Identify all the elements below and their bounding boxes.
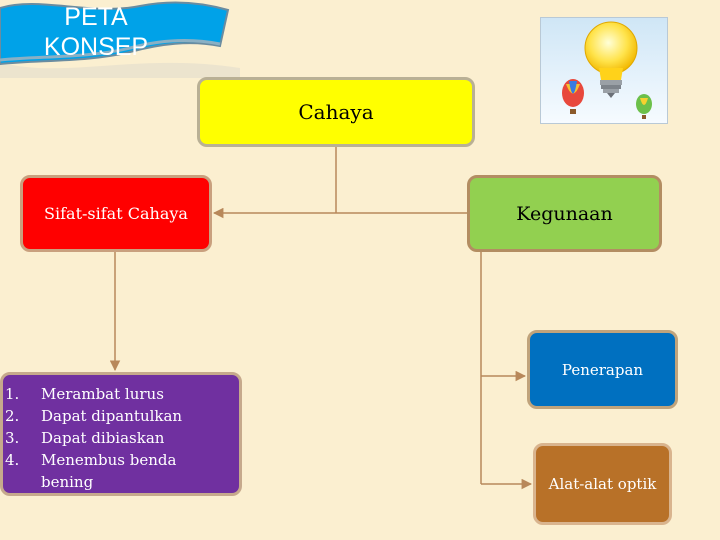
list-item: 4. Menembus benda bening — [3, 449, 221, 493]
node-penerapan-label: Penerapan — [561, 360, 644, 379]
list-item-number: 2. — [5, 407, 20, 425]
list-item-text: Merambat lurus — [41, 385, 164, 403]
list-item-text: Menembus benda bening — [41, 451, 177, 491]
list-item-text: Dapat dibiaskan — [41, 429, 165, 447]
node-kegunaan: Kegunaan — [467, 175, 662, 252]
node-cahaya: Cahaya — [197, 77, 475, 147]
sifat-list: 1. Merambat lurus 2. Dapat dipantulkan 3… — [3, 383, 221, 493]
list-item: 3. Dapat dibiaskan — [3, 427, 221, 449]
page-title: PETA KONSEP — [43, 3, 149, 61]
node-cahaya-label: Cahaya — [298, 100, 374, 124]
node-alat-alat-optik: Alat-alat optik — [533, 443, 672, 525]
lightbulb-picture — [540, 17, 668, 124]
light-bulb-icon — [584, 21, 638, 98]
list-item-number: 4. — [5, 451, 20, 469]
node-sifat-label: Sifat-sifat Cahaya — [44, 204, 188, 223]
node-penerapan: Penerapan — [527, 330, 678, 409]
title-banner: PETA KONSEP — [0, 0, 240, 78]
list-item: 1. Merambat lurus — [3, 383, 221, 405]
list-item-number: 3. — [5, 429, 20, 447]
hot-air-balloon-icon — [562, 79, 584, 114]
list-item-text: Dapat dipantulkan — [41, 407, 183, 425]
banner-shape — [0, 1, 240, 78]
node-sifat-list: 1. Merambat lurus 2. Dapat dipantulkan 3… — [0, 372, 242, 496]
list-item: 2. Dapat dipantulkan — [3, 405, 221, 427]
node-optik-label: Alat-alat optik — [548, 475, 657, 493]
node-sifat-sifat-cahaya: Sifat-sifat Cahaya — [20, 175, 212, 252]
list-item-number: 1. — [5, 385, 20, 403]
node-kegunaan-label: Kegunaan — [516, 202, 613, 225]
hot-air-balloon-icon — [636, 94, 652, 119]
